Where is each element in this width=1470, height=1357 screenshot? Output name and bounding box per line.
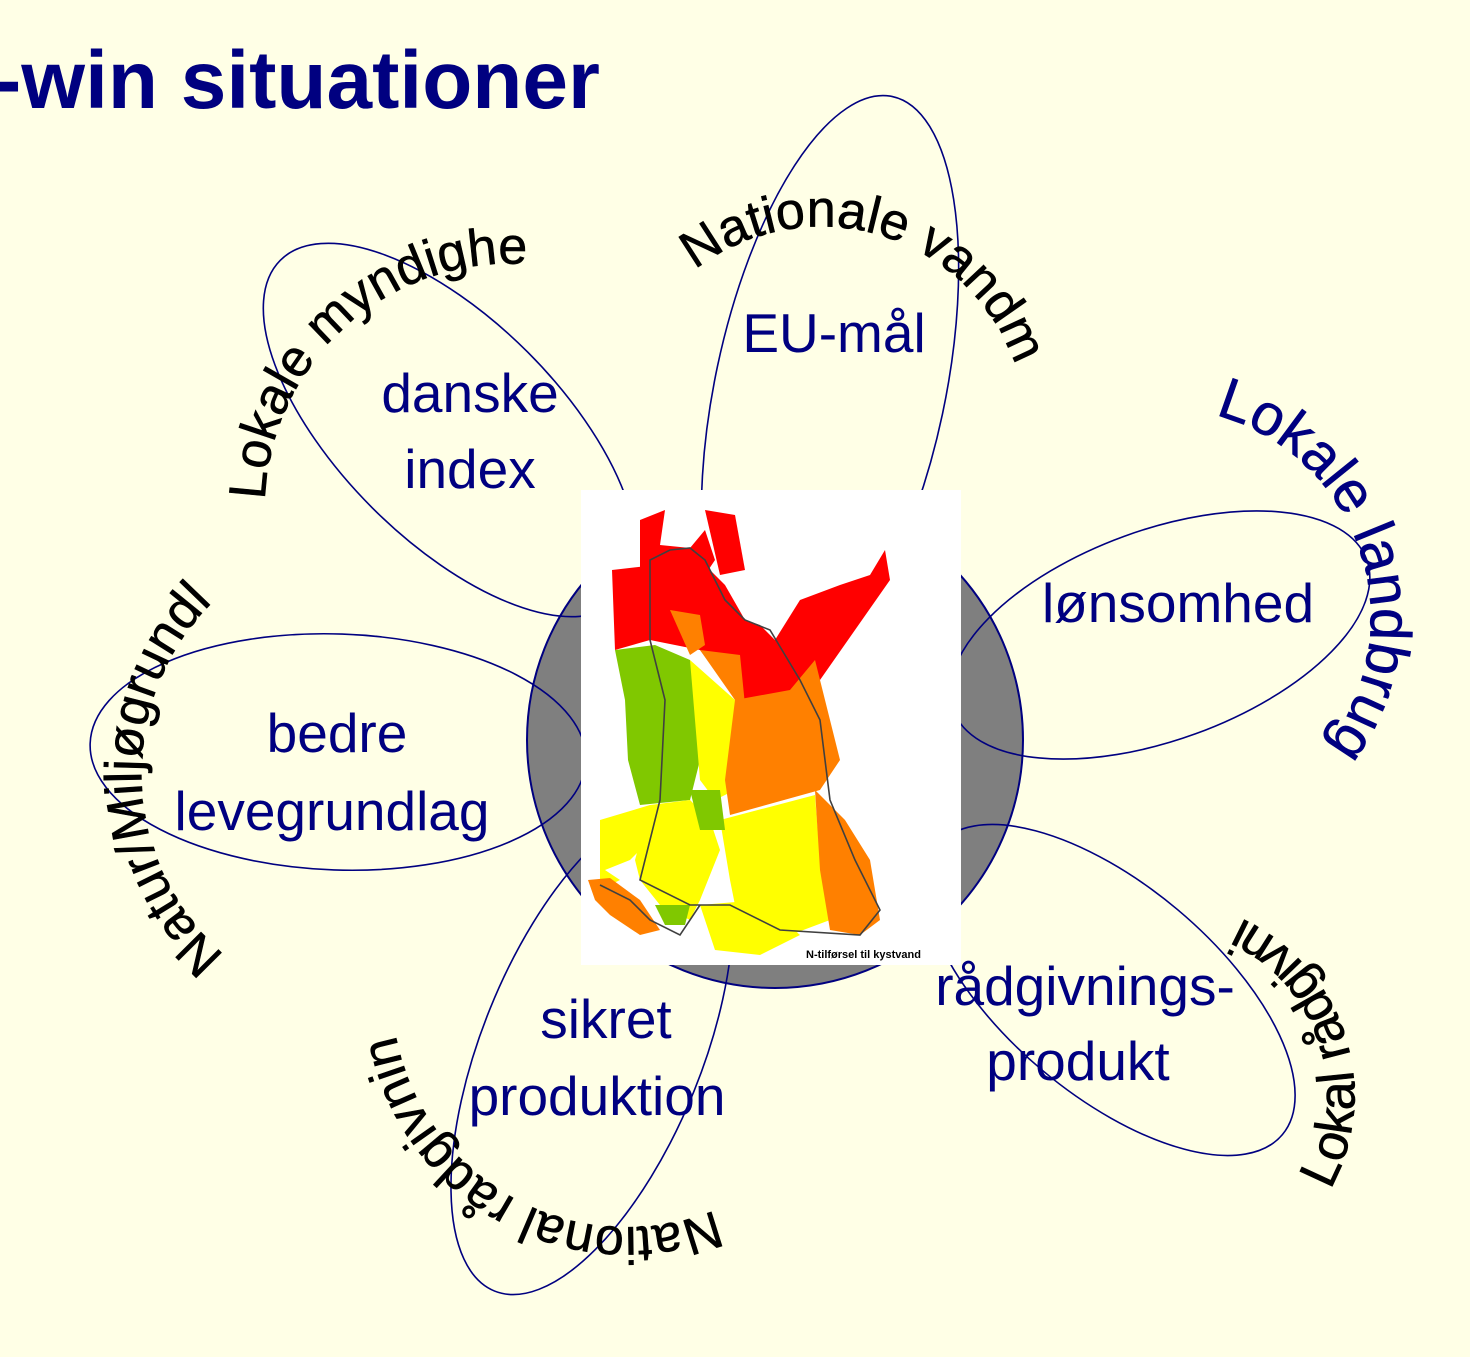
label-produktion: produktion <box>469 1065 726 1127</box>
outer-label-lokale-myndigheder-path: Lokale myndigheder <box>0 0 528 501</box>
label-levegrundlag: levegrundlag <box>175 780 490 842</box>
label-sikret: sikret <box>540 988 671 1050</box>
label-raadgivnings: rådgivnings- <box>935 955 1235 1017</box>
outer-label-lokale-myndigheder: Lokale myndigheder <box>0 0 528 501</box>
label-loensomhed: lønsomhed <box>1042 572 1314 634</box>
label-eu-maal: EU-mål <box>742 302 925 364</box>
map-caption: N-tilførsel til kystvand <box>806 949 921 961</box>
label-index: index <box>404 438 535 500</box>
label-produkt: produkt <box>986 1030 1169 1092</box>
coastal-nitrogen-map: N-tilførsel til kystvand <box>581 490 961 965</box>
label-bedre: bedre <box>267 702 408 764</box>
label-danske: danske <box>381 362 558 424</box>
inner-labels: danske index EU-mål lønsomhed bedre leve… <box>175 302 1315 1127</box>
page-title: -win situationer <box>0 35 600 126</box>
